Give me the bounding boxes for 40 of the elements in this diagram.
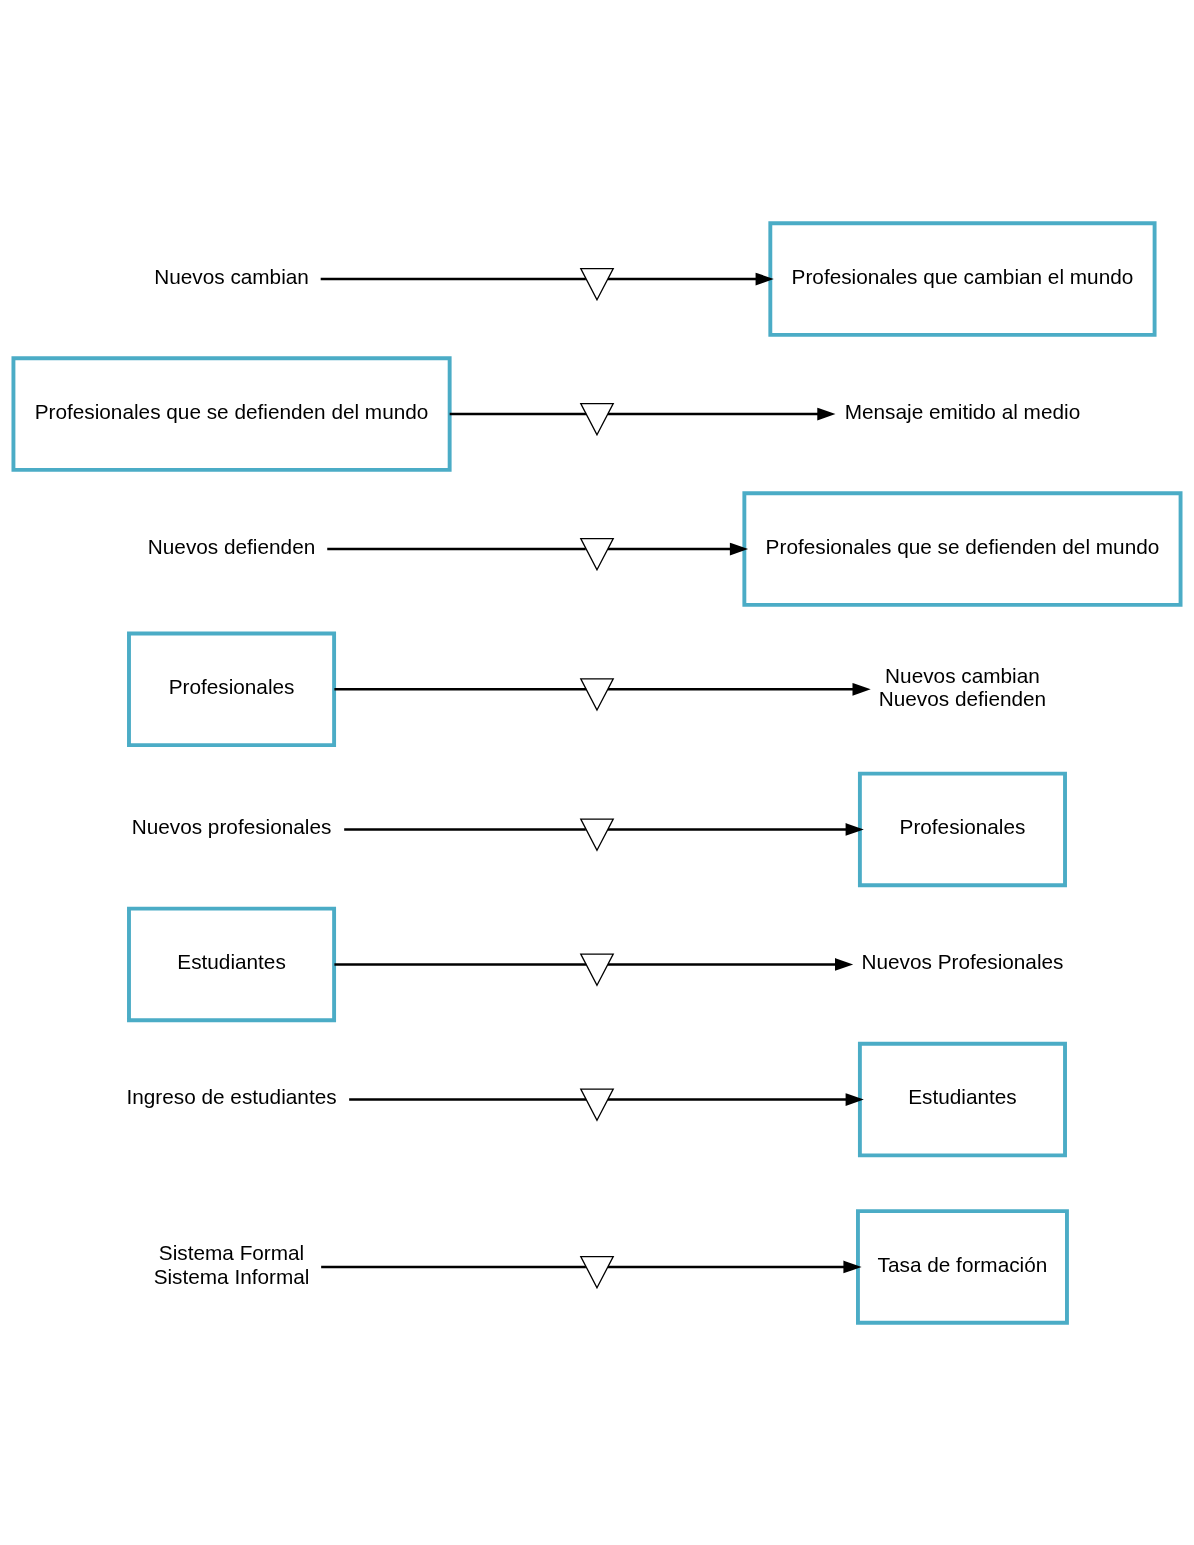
node-box: Profesionales [857,771,1067,887]
arrow [608,1092,864,1106]
connector [320,277,586,280]
arrow [608,822,864,836]
node-hourglass [579,1087,615,1122]
node-hourglass [579,267,615,301]
arrow [608,682,871,696]
arrow [608,407,836,420]
node-box: Profesionales que cambian el mundo [768,220,1157,337]
arrow [608,542,749,555]
node-text: Nuevos Profesionales [861,949,1064,973]
connector [334,687,587,691]
node-box: Profesionales que se defienden del mundo [11,355,452,472]
node-hourglass [579,537,615,571]
node-hourglass [579,1255,615,1289]
arrow [608,957,854,971]
node-text: Mensaje emitido al medio [844,399,1081,423]
connector [321,1265,586,1268]
connector [349,1097,587,1101]
node-hourglass [579,677,615,711]
connector [334,962,587,966]
node-hourglass [579,817,615,852]
node-box: Profesionales [127,631,337,747]
arrow [608,1260,862,1273]
node-box: Estudiantes [127,906,337,1022]
arrow [608,272,774,285]
node-box: Profesionales que se defienden del mundo [742,490,1183,607]
node-hourglass [579,402,615,436]
node-hourglass [579,952,615,987]
node-box: Estudiantes [857,1041,1067,1157]
node-text: Nuevos cambian [154,264,309,288]
connector [449,412,587,415]
node-text: Nuevos defienden [147,534,316,558]
node-text: Ingreso de estudiantes [126,1084,337,1108]
connector [344,827,586,831]
node-text: Nuevos cambian Nuevos defienden [878,663,1047,710]
connector [327,547,586,550]
node-text: Nuevos profesionales [131,814,332,838]
node-box: Tasa de formación [856,1208,1069,1325]
node-text: Sistema Formal Sistema Informal [153,1240,310,1288]
